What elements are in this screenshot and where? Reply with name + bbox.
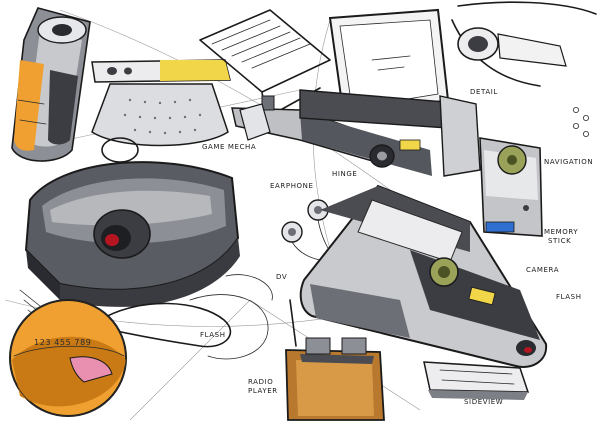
radio-player-sketch <box>285 299 385 421</box>
navigation-device-sketch <box>479 137 543 237</box>
label-player: PLAYER <box>248 387 278 395</box>
label-detail: DETAIL <box>470 88 498 96</box>
game-mecha-sketch <box>91 59 231 163</box>
label-flash-left: FLASH <box>200 331 226 339</box>
annotation-labels: DETAIL NAVIGATION MEMORY STICK CAMERA FL… <box>34 88 593 406</box>
label-dv: DV <box>276 273 287 281</box>
orange-orb-device-sketch <box>9 299 127 417</box>
label-memory: MEMORY <box>544 228 578 236</box>
label-navigation: NAVIGATION <box>544 158 593 166</box>
label-camera: CAMERA <box>526 266 559 274</box>
pod-device-sketch <box>11 7 91 162</box>
sideview-sketch <box>423 361 530 400</box>
label-hinge: HINGE <box>332 170 357 178</box>
label-earphone: EARPHONE <box>270 182 314 190</box>
label-sideview: SIDEVIEW <box>464 398 503 406</box>
label-flash-right: FLASH <box>556 293 582 301</box>
handheld-camera-device-sketch <box>299 184 548 368</box>
cable-loop-sketch <box>99 274 273 360</box>
projector-device-sketch <box>19 161 240 327</box>
label-game-mecha: GAME MECHA <box>202 143 256 151</box>
label-radio: RADIO <box>248 378 273 386</box>
hinge-device-sketch <box>231 95 432 176</box>
label-stick: STICK <box>548 237 571 245</box>
flip-screen-device-sketch <box>299 8 481 177</box>
orb-number-display: 123 455 789 <box>34 338 92 347</box>
detail-lens-sketch <box>451 1 597 137</box>
